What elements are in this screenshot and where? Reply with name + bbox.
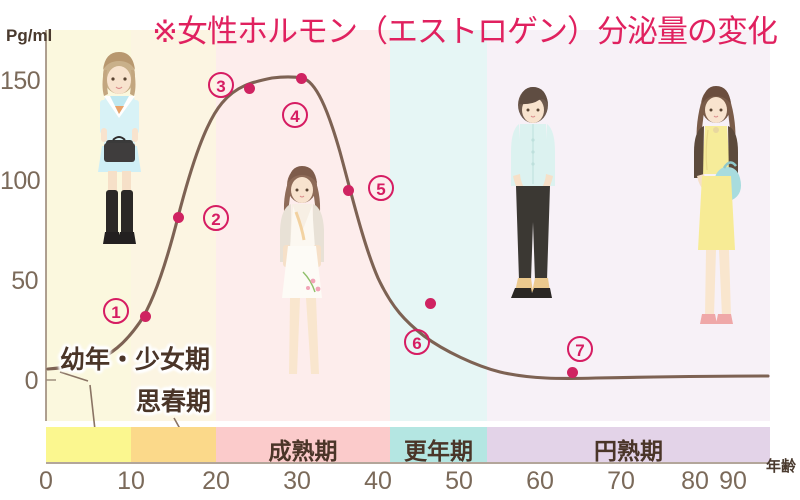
x-tick-60: 60	[526, 467, 554, 495]
x-tick-20: 20	[202, 467, 230, 495]
x-axis-label: 年齢	[766, 458, 797, 475]
data-point-3	[244, 83, 255, 94]
data-point-5	[343, 185, 354, 196]
page-title: ※女性ホルモン（エストロゲン）分泌量の変化	[152, 14, 778, 49]
plot-band-maturity	[216, 30, 390, 421]
data-point-7	[567, 367, 578, 378]
annotation-marker-2[interactable]: 2	[203, 205, 229, 231]
y-tick-150: 150	[0, 67, 41, 95]
stage-strip-maturity	[216, 427, 390, 462]
plot-band-menopause	[390, 30, 487, 421]
annotation-marker-4[interactable]: 4	[282, 102, 308, 128]
x-tick-90: 90	[719, 467, 747, 495]
stage-strip-puberty	[131, 427, 216, 462]
x-tick-50: 50	[445, 467, 473, 495]
annotation-marker-5[interactable]: 5	[368, 175, 394, 201]
x-tick-10: 10	[117, 467, 145, 495]
stage-label-ripeness: 円熟期	[594, 438, 663, 464]
y-tick-100: 100	[0, 167, 41, 195]
annotation-marker-7[interactable]: 7	[567, 336, 593, 362]
x-tick-0: 0	[39, 467, 53, 495]
plot-band-ripeness	[487, 30, 770, 421]
x-tick-40: 40	[364, 467, 392, 495]
x-tick-30: 30	[283, 467, 311, 495]
y-axis-unit: Pg/ml	[6, 26, 53, 45]
data-point-2	[173, 212, 184, 223]
stage-strip-ripeness	[487, 427, 770, 462]
annotation-marker-1[interactable]: 1	[103, 298, 129, 324]
y-tick-0: 0	[24, 367, 39, 395]
overlay-label-childhood: 幼年・少女期	[60, 346, 211, 374]
annotation-marker-3[interactable]: 3	[208, 72, 234, 98]
data-point-4	[296, 73, 307, 84]
stage-label-maturity: 成熟期	[268, 438, 338, 464]
data-point-1	[140, 311, 151, 322]
stage-strip-menopause	[390, 427, 487, 462]
y-tick-50: 50	[11, 267, 38, 295]
x-tick-70: 70	[607, 467, 635, 495]
x-tick-80: 80	[681, 467, 709, 495]
data-point-6	[425, 298, 436, 309]
annotation-marker-6[interactable]: 6	[404, 329, 430, 355]
stage-strip-childhood	[46, 427, 131, 462]
overlay-label-puberty: 思春期	[136, 388, 212, 416]
stage-label-menopause: 更年期	[404, 438, 473, 464]
